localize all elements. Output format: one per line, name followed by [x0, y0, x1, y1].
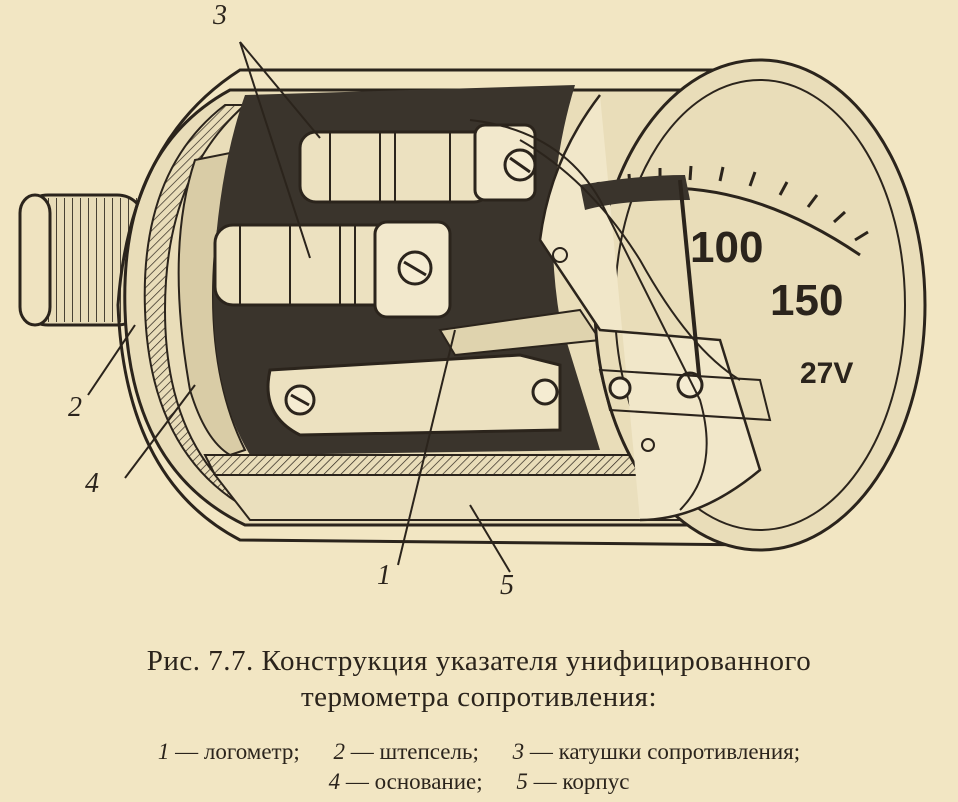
callout-3: 3	[213, 0, 227, 31]
legend-item-plug: 2 — штепсель;	[333, 739, 479, 764]
figure-legend: 1 — логометр; 2 — штепсель; 3 — катушки …	[0, 737, 958, 797]
dial-face	[469, 58, 927, 552]
callout-1: 1	[377, 560, 391, 591]
resistance-coil-lower	[213, 220, 452, 319]
legend-item-base: 4 — основание;	[328, 769, 483, 794]
legend-item-housing: 5 — корпус	[516, 769, 630, 794]
legend-item-logometer: 1 — логометр;	[157, 739, 300, 764]
dial-mark-150: 150	[770, 276, 843, 325]
housing-wall-section	[203, 454, 703, 521]
legend-item-coils: 3 — катушки сопротивления;	[512, 739, 801, 764]
dial-mark-voltage: 27V	[800, 357, 853, 390]
legend-row-2: 4 — основание; 5 — корпус	[0, 767, 958, 797]
callout-leaders	[87, 41, 511, 573]
caption-title-line-2: термометра сопротивления:	[300, 681, 658, 713]
logometer	[266, 308, 602, 437]
callout-5: 5	[500, 570, 514, 601]
figure-caption-title: Рис. 7.7. Конструкция указателя унифицир…	[0, 643, 958, 715]
resistance-coil-upper	[298, 123, 537, 204]
callout-2: 2	[68, 392, 82, 423]
dial-mark-100: 100	[690, 223, 763, 272]
thermometer-indicator-illustration: 100 150 27V	[18, 41, 927, 573]
legend-row-1: 1 — логометр; 2 — штепсель; 3 — катушки …	[0, 737, 958, 767]
caption-title-line-1: Рис. 7.7. Конструкция указателя унифицир…	[146, 645, 812, 677]
callout-4: 4	[85, 468, 99, 499]
